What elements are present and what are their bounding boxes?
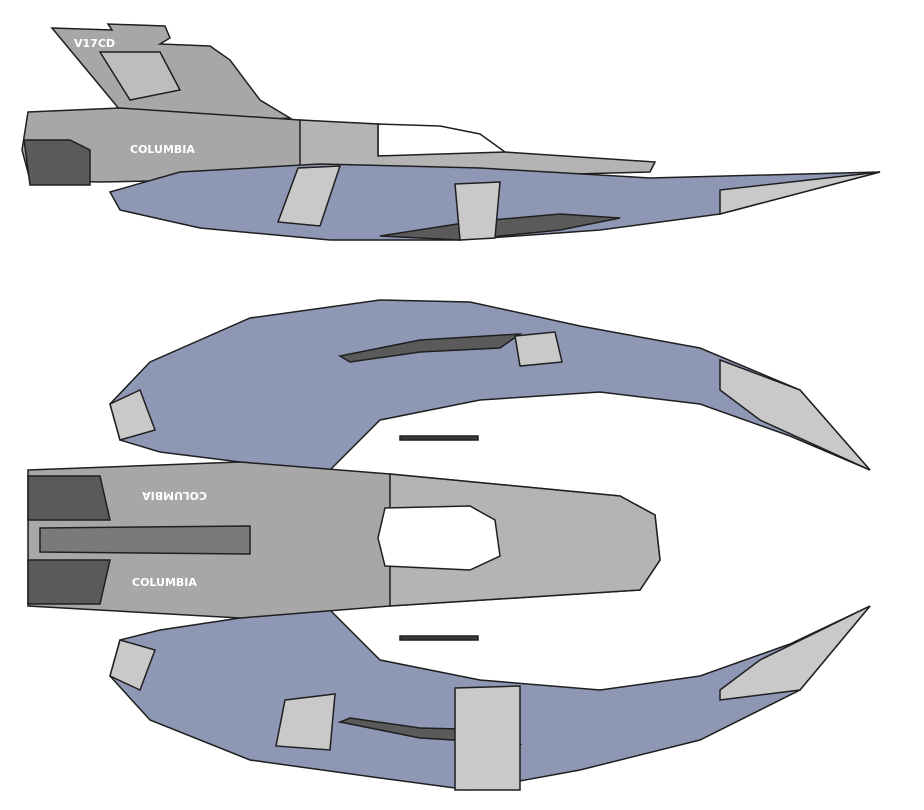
upper-wing-panel [514,331,563,367]
spine [39,525,251,555]
lower-wing-root [109,639,156,692]
engine-lower [27,559,111,605]
side-wing-tip [719,171,881,215]
side-name-label: COLUMBIA [130,143,195,156]
side-wing-panel [276,165,342,227]
lower-wing-panel [275,693,336,751]
top-view [27,299,871,791]
side-view [21,23,881,241]
canopy [377,123,508,157]
engine-exhaust [23,139,91,186]
registry-label: V17CD [74,37,115,50]
top-canopy [377,505,501,571]
top-name-label-mirrored: COLUMBIA [142,489,207,502]
side-wing-panel [454,181,501,241]
upper-wing-root [109,388,156,441]
upper-cannon [399,435,479,441]
lower-cannon [399,635,479,641]
top-name-label: COLUMBIA [132,576,197,589]
tail-fin-panel [98,51,182,101]
engine-upper [27,475,111,521]
lower-wing-panel [454,685,521,791]
upper-wing-stripe [337,333,523,363]
upper-wing-tip [719,358,871,471]
lower-wing-tip [719,605,871,701]
